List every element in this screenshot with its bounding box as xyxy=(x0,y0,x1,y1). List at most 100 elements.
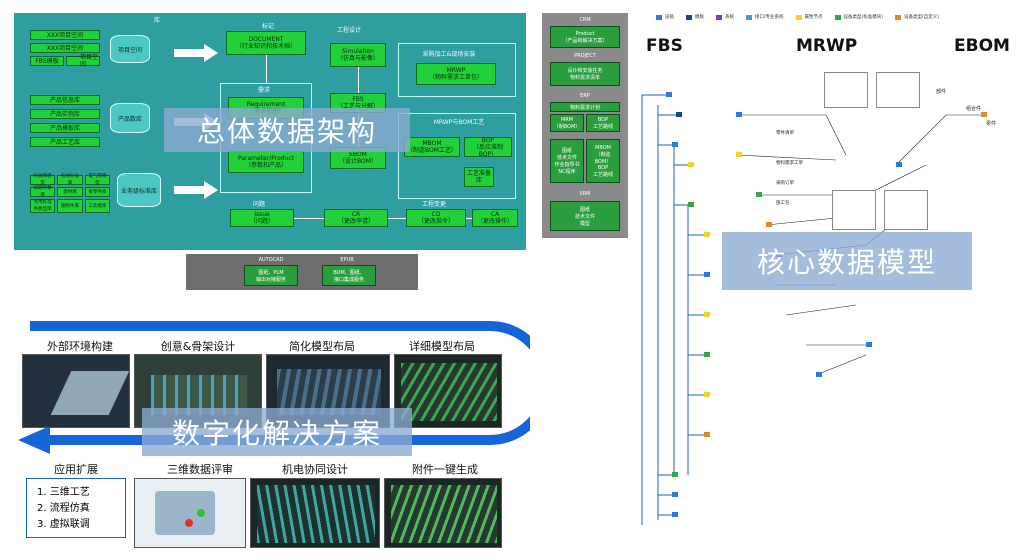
floor-model xyxy=(50,371,129,415)
industry-button-group: 机械库模型 机械标准库 电气库模型 早期件数库 建材库 接零件库 专用标准件数型… xyxy=(30,174,110,213)
fbs-template-button[interactable]: FBS模板 xyxy=(30,56,64,66)
legend-swatch xyxy=(746,14,752,20)
legend-item: 属性节点 xyxy=(795,14,823,20)
engineering-header: 工程设计 xyxy=(336,27,361,34)
epub-box[interactable]: BOM、图纸、 接口集成服务 xyxy=(322,265,376,286)
accessory-model xyxy=(391,485,497,543)
project-system-box[interactable]: 设计和安装任务 物料需求清单 xyxy=(550,62,620,86)
thumb-env-build xyxy=(22,354,130,428)
solution-panel: 外部环境构建 创意&骨架设计 简化模型布局 详细模型布局 数字化解决方案 三维数… xyxy=(10,318,530,550)
connector xyxy=(266,55,267,83)
legend-label: 设备类型(自定义) xyxy=(904,15,940,20)
step-label-4: 详细模型布局 xyxy=(409,340,475,353)
mbom-box[interactable]: MBOM （制造BOM工艺） xyxy=(404,137,460,157)
tree-node xyxy=(736,152,742,157)
extension-title: 应用扩展 xyxy=(54,463,98,476)
mrwp-node-4: 施工包 xyxy=(776,201,790,206)
legend-swatch xyxy=(656,14,662,20)
legend-label: 属性节点 xyxy=(804,15,823,20)
legend-label: 层级 xyxy=(665,15,674,20)
mark-header: 标记 xyxy=(261,23,274,30)
mes-docs-box[interactable]: 图纸 技术文件 作业指导书 NC程序 xyxy=(550,139,584,183)
tree-node xyxy=(688,162,694,167)
mrwp-box[interactable]: MRWP （物料需求工单包） xyxy=(416,63,496,85)
industry-button-8[interactable]: 钢制件库 xyxy=(57,199,83,213)
mep-model xyxy=(257,485,375,543)
project-space-button-2[interactable]: XXX项目空间 xyxy=(30,43,100,53)
erp-plan-box[interactable]: 物料需求计划 xyxy=(550,102,620,112)
doc-cluster-2 xyxy=(876,72,920,108)
mrwp-node-1: 零件清单 xyxy=(776,131,794,136)
step-label-3: 简化模型布局 xyxy=(289,340,355,353)
doc-cluster-1 xyxy=(824,72,868,108)
connector xyxy=(466,218,472,219)
mrwp-node-3: 采购订单 xyxy=(776,181,794,186)
legend-label: 接口/专业系统 xyxy=(755,15,784,20)
cr-box[interactable]: CR （更改申请） xyxy=(324,209,388,227)
tree-node xyxy=(672,512,678,517)
architecture-panel: 库 XXX项目空间 XXX项目空间 FBS模板 一一项目空间 项目空间 产品信息… xyxy=(14,13,526,250)
tech-prep-box[interactable]: 工艺准备库 xyxy=(464,167,494,187)
tree-node xyxy=(672,142,678,147)
product-process-button[interactable]: 产品工艺库 xyxy=(30,137,100,147)
ebom-node-2: 组合件 xyxy=(966,106,982,112)
arrow-right-1 xyxy=(174,44,218,62)
simple-layout-model xyxy=(277,369,381,415)
fbs-heading: FBS xyxy=(646,36,683,56)
ebom-heading: EBOM xyxy=(954,36,1010,56)
srm-box[interactable]: 图纸 技术文件 模型 xyxy=(550,201,620,231)
purchase-frame xyxy=(398,43,516,97)
data-model-overlay-title: 核心数据模型 xyxy=(722,232,972,290)
crm-box[interactable]: Product （产品和解决方案） xyxy=(550,26,620,48)
erp-header: ERP xyxy=(580,93,590,99)
industry-button-6[interactable]: 接零件库 xyxy=(84,187,110,197)
industry-button-2[interactable]: 机械标准库 xyxy=(57,174,83,186)
parameter-box[interactable]: Parameter/Product （参数和产品） xyxy=(228,151,304,173)
industry-button-7[interactable]: 专用标准件数型库 xyxy=(30,199,56,213)
legend-item: 系统 xyxy=(716,14,734,20)
document-box[interactable]: DOCUMENT （行业知识和技术档） xyxy=(226,31,306,55)
tree-node xyxy=(672,472,678,477)
industry-button-5[interactable]: 建材库 xyxy=(57,187,83,197)
product-info-button[interactable]: 产品信息库 xyxy=(30,95,100,105)
product-instance-button[interactable]: 产品实例库 xyxy=(30,109,100,119)
tree-node xyxy=(766,222,772,227)
project-space-button-1[interactable]: XXX项目空间 xyxy=(30,30,100,40)
legend-item: 设备类型(自定义) xyxy=(895,14,939,20)
tree-node xyxy=(816,372,822,377)
doc-cluster-4 xyxy=(884,190,928,230)
issue-box[interactable]: Issue （问题） xyxy=(230,209,294,227)
ebom-node-3: 零件 xyxy=(986,121,997,127)
erp-mrm-box[interactable]: MRM （制BOM） xyxy=(550,114,584,132)
tree-node xyxy=(672,492,678,497)
legend-item: 设备类型(标准模块) xyxy=(834,14,883,20)
purchase-header: 采购加工&现场安装 xyxy=(422,51,476,58)
architecture-overlay-title: 总体数据架构 xyxy=(164,108,410,152)
crm-header: CRM xyxy=(579,17,591,23)
industry-button-9[interactable]: 工装模库 xyxy=(84,199,110,213)
tree-node xyxy=(704,232,710,237)
co-box[interactable]: CO （更改指令） xyxy=(406,209,466,227)
autocad-header: AUTOCAD xyxy=(258,257,284,263)
erp-bop-box[interactable]: BOP 工艺路线 xyxy=(586,114,620,132)
requirement-header: 需求 xyxy=(257,87,270,94)
project-space-button-3[interactable]: 一一项目空间 xyxy=(66,54,100,68)
project-button-group: XXX项目空间 XXX项目空间 FBS模板 一一项目空间 xyxy=(30,30,100,68)
product-template-button[interactable]: 产品模板库 xyxy=(30,123,100,133)
ca-box[interactable]: CA （更改操作） xyxy=(472,209,518,227)
mes-mbom-box[interactable]: MBOM （制造BOM） BOP 工艺路线 xyxy=(586,139,620,183)
simulation-box[interactable]: Simulation （仿真与影像） xyxy=(330,43,386,67)
tree-node xyxy=(688,202,694,207)
industry-button-3[interactable]: 电气库模型 xyxy=(84,174,110,186)
arrow-right-3 xyxy=(174,181,218,199)
library-header: 库 xyxy=(153,17,160,24)
autocad-box[interactable]: 图纸、PLM 输出对接服务 xyxy=(244,265,298,286)
industry-button-1[interactable]: 机械库模型 xyxy=(30,174,56,186)
srm-header: SRM xyxy=(579,191,591,197)
bop-box[interactable]: BOP （反应准制BOP） xyxy=(464,137,512,158)
thumb-detail-layout xyxy=(394,354,502,428)
epub-header: EPUB xyxy=(340,257,354,263)
integration-strip: AUTOCAD 图纸、PLM 输出对接服务 EPUB BOM、图纸、 接口集成服… xyxy=(186,254,418,290)
tree-node xyxy=(866,342,872,347)
industry-button-4[interactable]: 早期件数库 xyxy=(30,186,56,198)
